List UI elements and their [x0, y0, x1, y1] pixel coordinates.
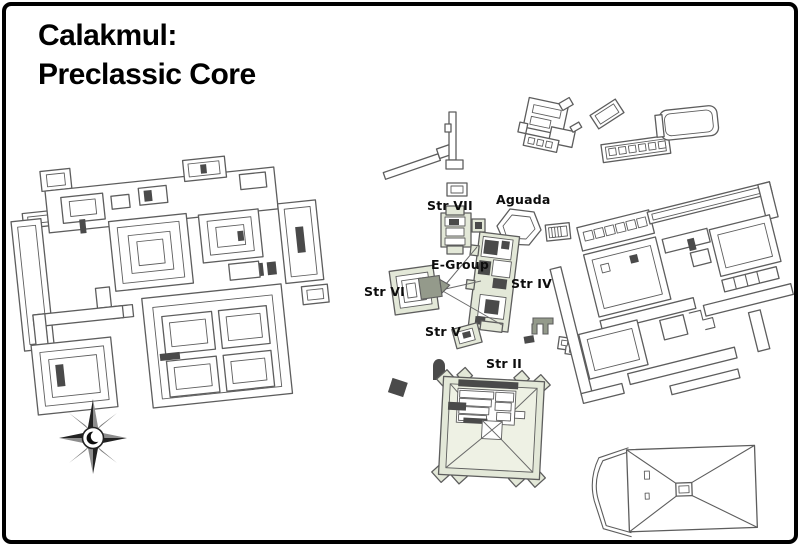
east-complex-drawing	[549, 181, 795, 405]
label-str-vi: Str VI	[364, 284, 406, 299]
round-corner-building-drawing	[654, 105, 720, 141]
structure-vii-drawing	[440, 205, 486, 255]
label-e-group: E-Group	[431, 257, 489, 272]
title-line-2: Preclassic Core	[38, 58, 256, 91]
north-rooms-drawing	[517, 96, 576, 154]
east-of-aguada-structure-drawing	[544, 222, 572, 242]
north-bar-structure-drawing	[444, 111, 468, 197]
structure-ii-drawing	[431, 366, 551, 488]
causeway-drawing	[382, 143, 455, 180]
compass-rose-icon	[59, 399, 127, 474]
structure-vi-drawing	[388, 264, 451, 316]
label-str-v: Str V	[425, 324, 462, 339]
label-str-vii: Str VII	[427, 198, 473, 213]
page-title: Calakmul: Preclassic Core	[38, 16, 256, 94]
gallery-range-drawing	[600, 134, 672, 164]
title-line-1: Calakmul:	[38, 19, 177, 52]
west-complex-drawing	[10, 155, 330, 416]
southeast-pyramid-drawing	[591, 444, 758, 538]
label-aguada: Aguada	[496, 192, 551, 207]
structure-iv-drawing	[465, 231, 521, 333]
label-str-ii: Str II	[486, 356, 522, 371]
e-group-sightlines	[440, 246, 503, 326]
label-str-iv: Str IV	[511, 276, 553, 291]
northeast-buildings-drawing	[558, 96, 720, 164]
structure-v-drawing	[451, 322, 483, 350]
